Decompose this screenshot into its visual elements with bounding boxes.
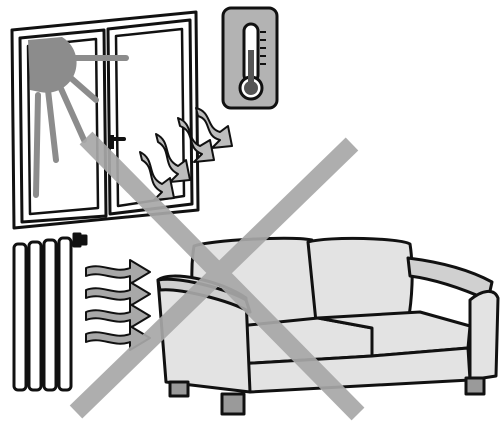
- heat-waves-icon: [139, 107, 233, 201]
- radiator-icon: [12, 232, 88, 392]
- sun-icon: [28, 37, 129, 198]
- heat-waves-icon: [85, 259, 151, 351]
- cross-icon: [69, 131, 365, 421]
- thermometer-icon: [221, 6, 279, 110]
